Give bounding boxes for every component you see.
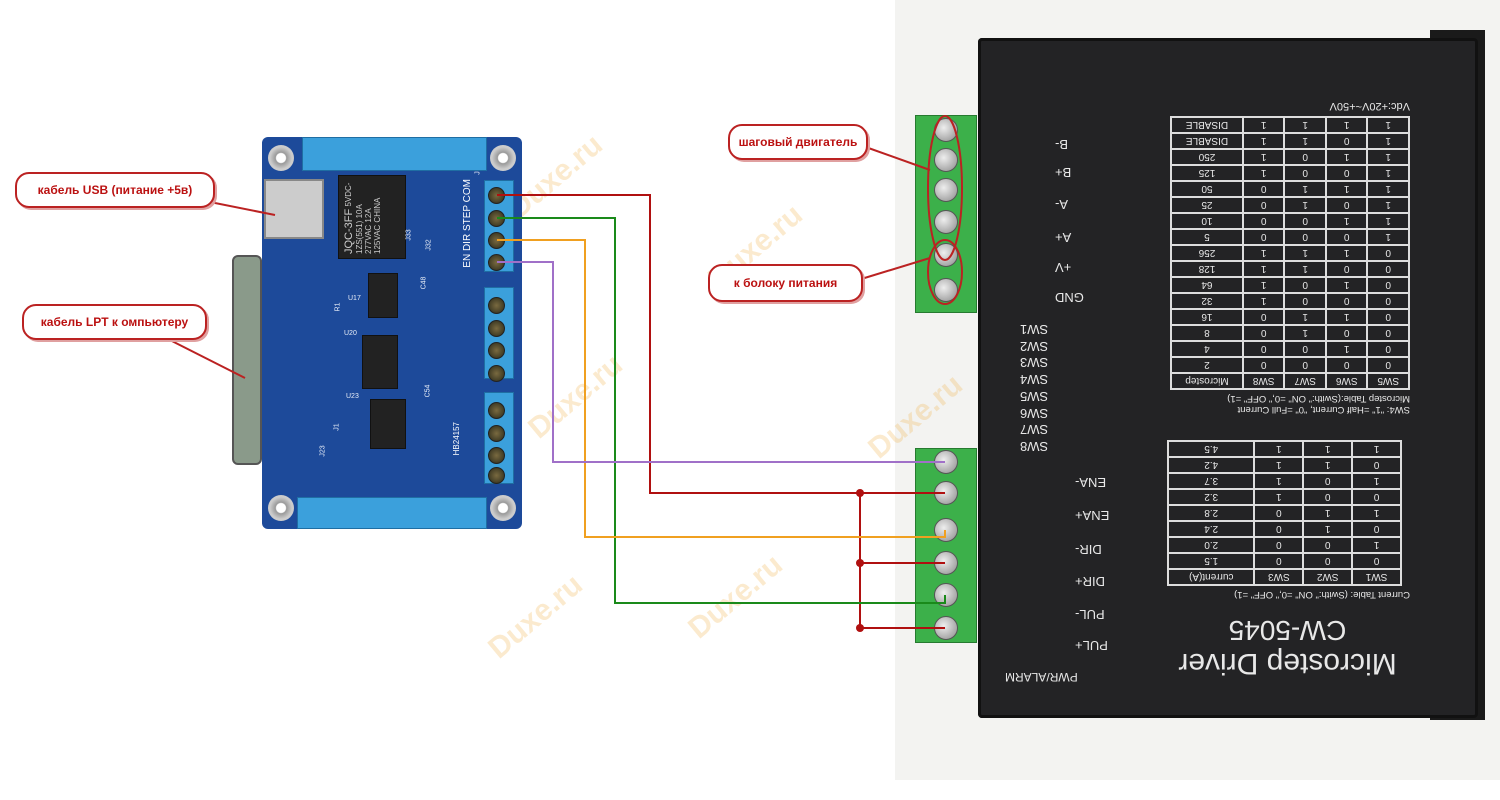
wire-step: [497, 217, 946, 604]
junction: [856, 624, 864, 632]
junction: [856, 559, 864, 567]
usb-port: [264, 179, 324, 239]
terminal-screw: [934, 616, 958, 640]
board-terminal-screw: [488, 402, 505, 419]
ic-u23: [370, 399, 406, 449]
callout-lpt: кабель LPT к омпьютеру: [22, 304, 207, 340]
microstep-driver: [978, 38, 1478, 718]
terminal-block-bottom: [297, 497, 487, 529]
mounting-hole: [490, 145, 516, 171]
terminal-block-top: [302, 137, 487, 171]
mounting-hole: [268, 495, 294, 521]
callout-power: к болоку питания: [708, 264, 863, 302]
lpt-pointer: [159, 334, 246, 379]
board-terminal-screw: [488, 320, 505, 337]
stepper-highlight: [927, 115, 963, 261]
mounting-hole: [268, 145, 294, 171]
terminal-screw: [934, 178, 958, 202]
terminal-screw: [934, 210, 958, 234]
board-terminal-screw: [488, 447, 505, 464]
ref-u20: U20: [344, 330, 357, 337]
ref-u23: U23: [346, 393, 359, 400]
stepper-pointer: [859, 144, 931, 171]
power-pointer: [857, 257, 931, 281]
lpt-connector: [232, 255, 262, 465]
ref-u17: U17: [348, 295, 361, 302]
board-terminal-screw: [488, 425, 505, 442]
wire-dir: [497, 239, 946, 538]
ic-u17: [368, 273, 398, 318]
callout-stepper: шаговый двигатель: [728, 124, 868, 160]
mounting-hole: [490, 495, 516, 521]
ic-u20: [362, 335, 398, 389]
board-terminal-screw: [488, 365, 505, 382]
wire-common: [859, 493, 945, 629]
terminal-screw: [934, 450, 958, 474]
signal-terminal-block: [915, 448, 977, 643]
board-terminal-screw: [488, 342, 505, 359]
board-terminal-screw: [488, 297, 505, 314]
power-highlight: [927, 239, 963, 305]
junction: [856, 489, 864, 497]
wire-ena: [497, 194, 945, 494]
terminal-screw: [934, 148, 958, 172]
board-terminal-screw: [488, 467, 505, 484]
wire-en: [497, 261, 945, 463]
callout-usb: кабель USB (питание +5в): [15, 172, 215, 208]
